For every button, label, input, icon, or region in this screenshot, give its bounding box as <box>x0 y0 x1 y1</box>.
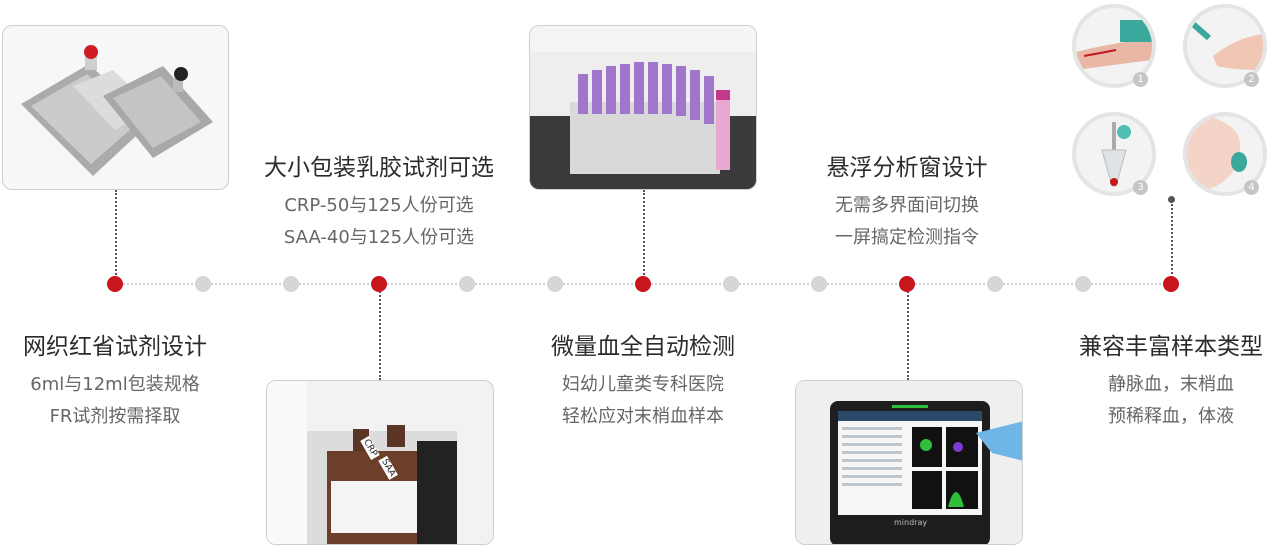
feature-desc-5: 静脉血，末梢血 预稀释血，体液 <box>1108 374 1234 427</box>
feature-desc-1: 6ml与12ml包装规格 FR试剂按需择取 <box>30 374 200 427</box>
step-badge-3: 3 <box>1133 180 1148 195</box>
connector-5 <box>1171 200 1173 282</box>
reagent-bottles-image: CRP SAA <box>266 380 494 545</box>
timeline-dot <box>1075 276 1091 292</box>
feature-title-1: 网织红省试剂设计 <box>23 334 207 360</box>
finger-prick-icon <box>1183 4 1267 88</box>
timeline-dot <box>987 276 1003 292</box>
connector-3 <box>643 190 645 282</box>
timeline-dot-3 <box>635 276 651 292</box>
connector-4 <box>907 284 909 380</box>
touchscreen-image: mindray <box>795 380 1023 545</box>
feature-title-5: 兼容丰富样本类型 <box>1079 334 1263 360</box>
timeline-dot <box>811 276 827 292</box>
connector-1 <box>115 190 117 282</box>
step-badge-4: 4 <box>1244 180 1259 195</box>
timeline-dot <box>547 276 563 292</box>
timeline-dot-2 <box>371 276 387 292</box>
timeline-dot-1 <box>107 276 123 292</box>
feature-title-4: 悬浮分析窗设计 <box>826 155 988 181</box>
feature-desc-2: CRP-50与125人份可选 SAA-40与125人份可选 <box>283 195 475 248</box>
step-badge-2: 2 <box>1244 72 1259 87</box>
timeline-dot <box>459 276 475 292</box>
timeline-dot-4 <box>899 276 915 292</box>
feature-desc-4: 无需多界面间切换 一屏搞定检测指令 <box>835 195 979 248</box>
feature-title-2: 大小包装乳胶试剂可选 <box>264 155 494 181</box>
step-badge-1: 1 <box>1133 72 1148 87</box>
brand-logo: mindray <box>894 518 928 527</box>
heel-prick-icon <box>1183 112 1267 196</box>
connector-2 <box>379 284 381 380</box>
feature-desc-3: 妇幼儿童类专科医院 轻松应对末梢血样本 <box>562 374 724 427</box>
timeline-dot <box>723 276 739 292</box>
sample-tubes-image <box>529 25 757 190</box>
timeline-dot <box>283 276 299 292</box>
timeline-dot <box>195 276 211 292</box>
reagent-bags-image <box>2 25 229 190</box>
connector-5-cap <box>1168 196 1175 203</box>
feature-title-3: 微量血全自动检测 <box>551 334 735 360</box>
timeline-dot-5 <box>1163 276 1179 292</box>
